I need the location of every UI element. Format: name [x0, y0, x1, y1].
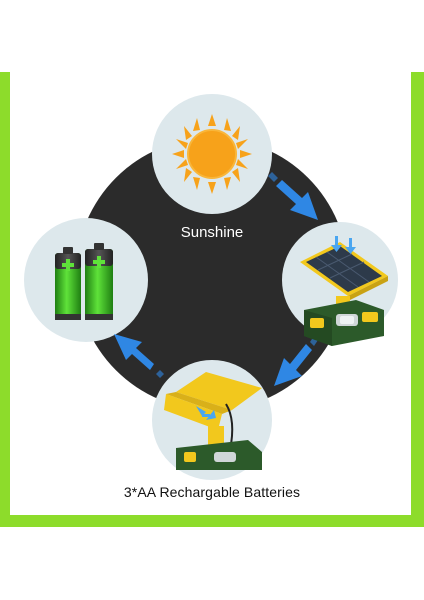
arrow-sun-to-panel	[268, 172, 318, 220]
solar-panel-icon	[300, 236, 388, 346]
batteries-icon	[55, 243, 113, 320]
sun-icon	[172, 114, 252, 194]
arrow-device-to-batteries	[114, 334, 164, 378]
batteries-caption: 3*AA Rechargable Batteries	[123, 484, 301, 500]
dark-cycle-disc	[76, 138, 348, 410]
solar-charging-device-icon	[164, 372, 262, 470]
sunshine-label: Sunshine	[180, 224, 244, 241]
